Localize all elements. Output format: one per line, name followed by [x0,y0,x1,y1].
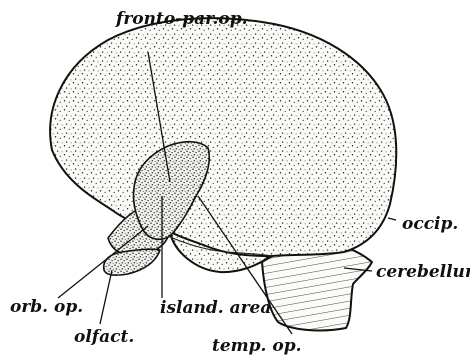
label-occip: occip. [402,214,458,234]
olfact-leader [100,270,112,324]
label-cerebellum: cerebellum [376,262,470,282]
hemisphere-outline [50,18,396,256]
label-fronto-par-op: fronto-par.op. [115,9,248,29]
label-olfact: olfact. [74,327,134,347]
cerebellum-shape [262,244,372,331]
label-island-area: island. area [160,298,271,318]
label-temp-op: temp. op. [212,336,302,356]
occip-leader [388,218,396,220]
label-orb-op: orb. op. [10,297,83,317]
